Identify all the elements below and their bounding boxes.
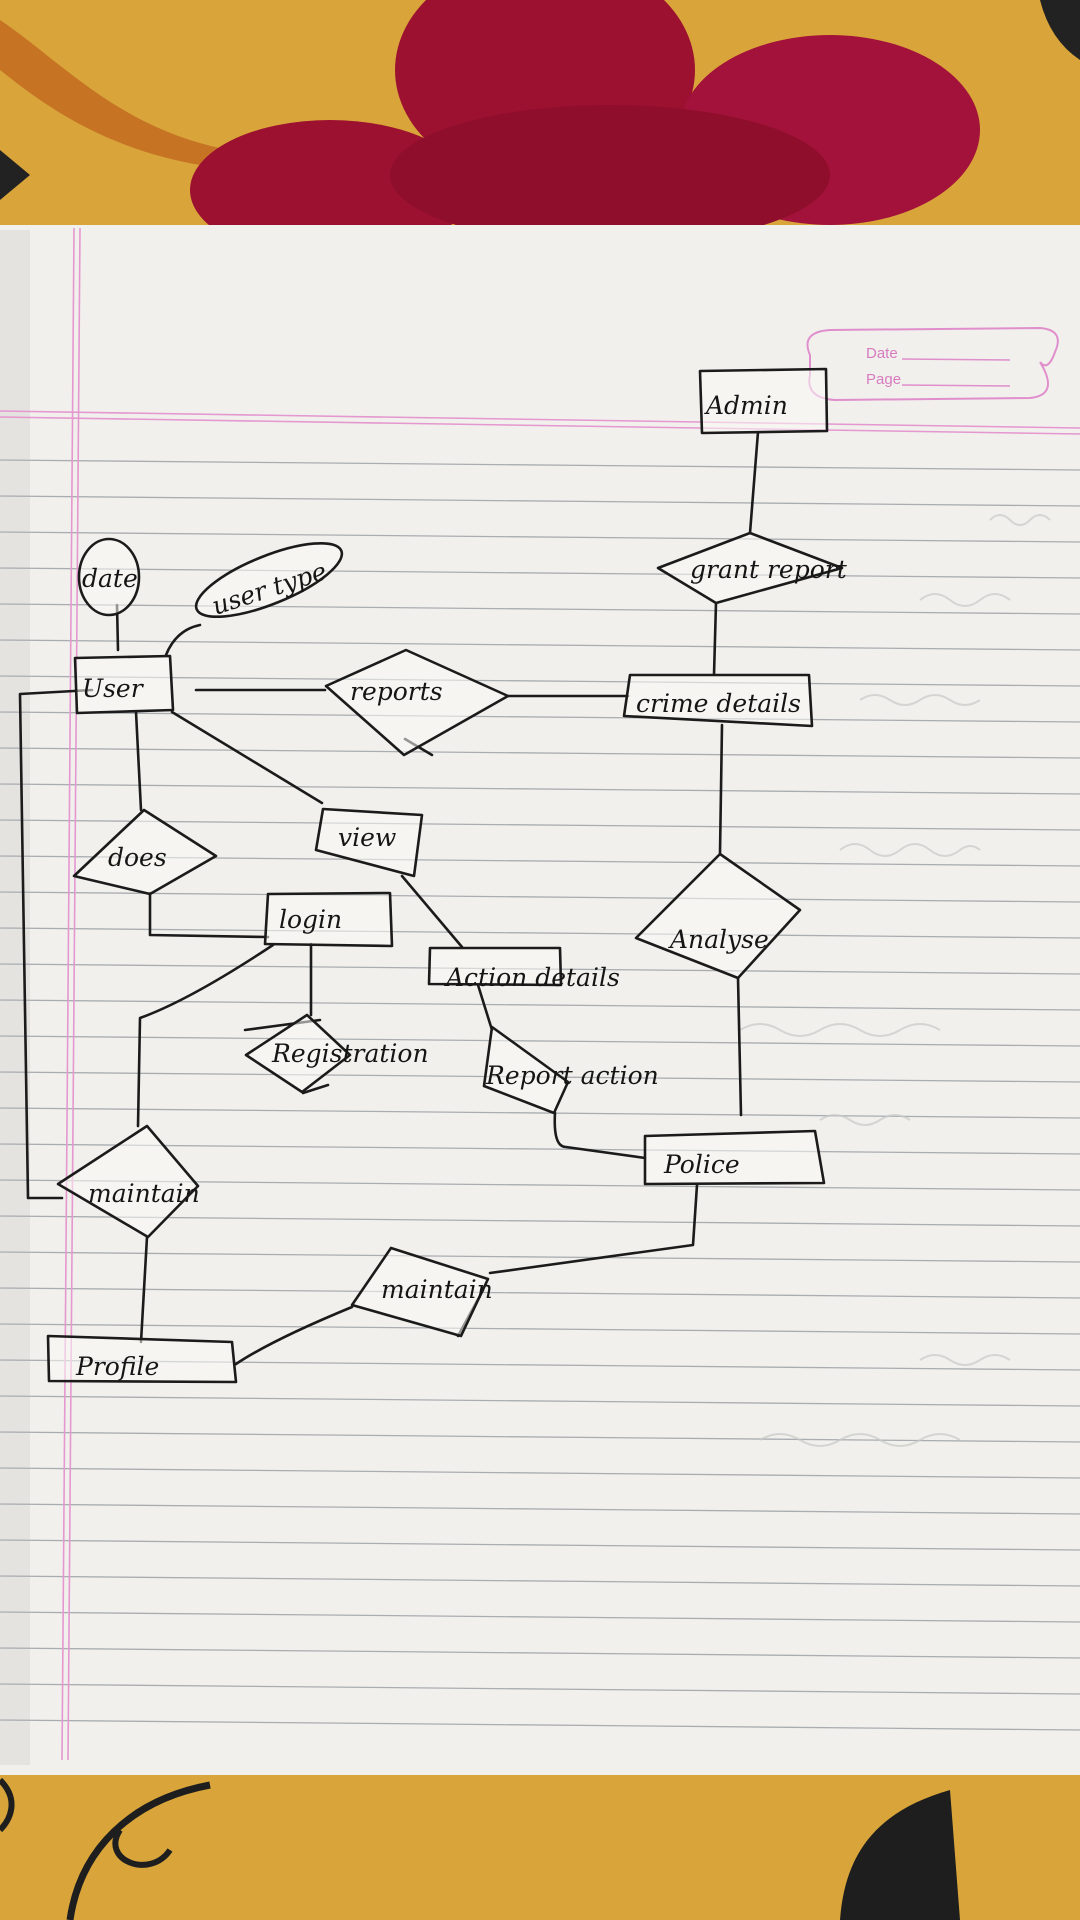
margin-lines — [0, 227, 1080, 1761]
relationship-grant-report-label: grant report — [690, 555, 848, 584]
entity-profile-label: Profile — [75, 1352, 159, 1381]
entity-police: Police — [643, 1129, 826, 1186]
entity-action-details: Action details — [427, 946, 620, 992]
date-label: Date — [866, 345, 898, 362]
entity-action-details-label: Action details — [444, 963, 620, 992]
relationship-does: does — [72, 808, 218, 896]
attribute-date-label: date — [82, 564, 138, 593]
entity-admin: Admin — [698, 367, 829, 435]
relationship-does-label: does — [108, 843, 167, 872]
relationship-grant-report: grant report — [656, 531, 848, 605]
relationship-report-action: Report action — [482, 1025, 659, 1115]
entity-admin-label: Admin — [704, 391, 788, 420]
entity-user-label: User — [82, 674, 145, 703]
relationship-maintain-user-profile-label: maintain — [88, 1179, 200, 1208]
entity-view: view — [314, 807, 424, 878]
relationship-maintain-user-profile: maintain — [56, 1124, 200, 1239]
relationship-report-action-label: Report action — [485, 1061, 659, 1090]
relationship-reports-label: reports — [350, 677, 443, 706]
entity-profile: Profile — [46, 1334, 238, 1384]
relationship-registration: Registration — [244, 1013, 429, 1094]
connector-lines — [18, 430, 760, 1366]
attribute-date: date — [77, 537, 141, 617]
entity-police-label: Police — [663, 1150, 740, 1179]
entity-crime-details: crime details — [622, 673, 814, 728]
relationship-analyse: Analyse — [634, 852, 802, 980]
ruled-lines — [0, 459, 1080, 1731]
relationship-maintain-police-profile-label: maintain — [381, 1275, 493, 1304]
relationship-registration-label: Registration — [271, 1039, 429, 1068]
relationship-maintain-police-profile: maintain — [350, 1246, 493, 1338]
entity-crime-details-label: crime details — [636, 689, 801, 718]
entity-view-label: view — [338, 823, 396, 852]
bleed-through-text — [739, 514, 1051, 1447]
entity-user: User — [73, 654, 175, 715]
page-label: Page — [866, 371, 901, 388]
relationship-analyse-label: Analyse — [668, 925, 769, 954]
entity-login: login — [263, 891, 394, 948]
entity-login-label: login — [279, 905, 342, 934]
relationship-reports: reports — [324, 648, 510, 757]
